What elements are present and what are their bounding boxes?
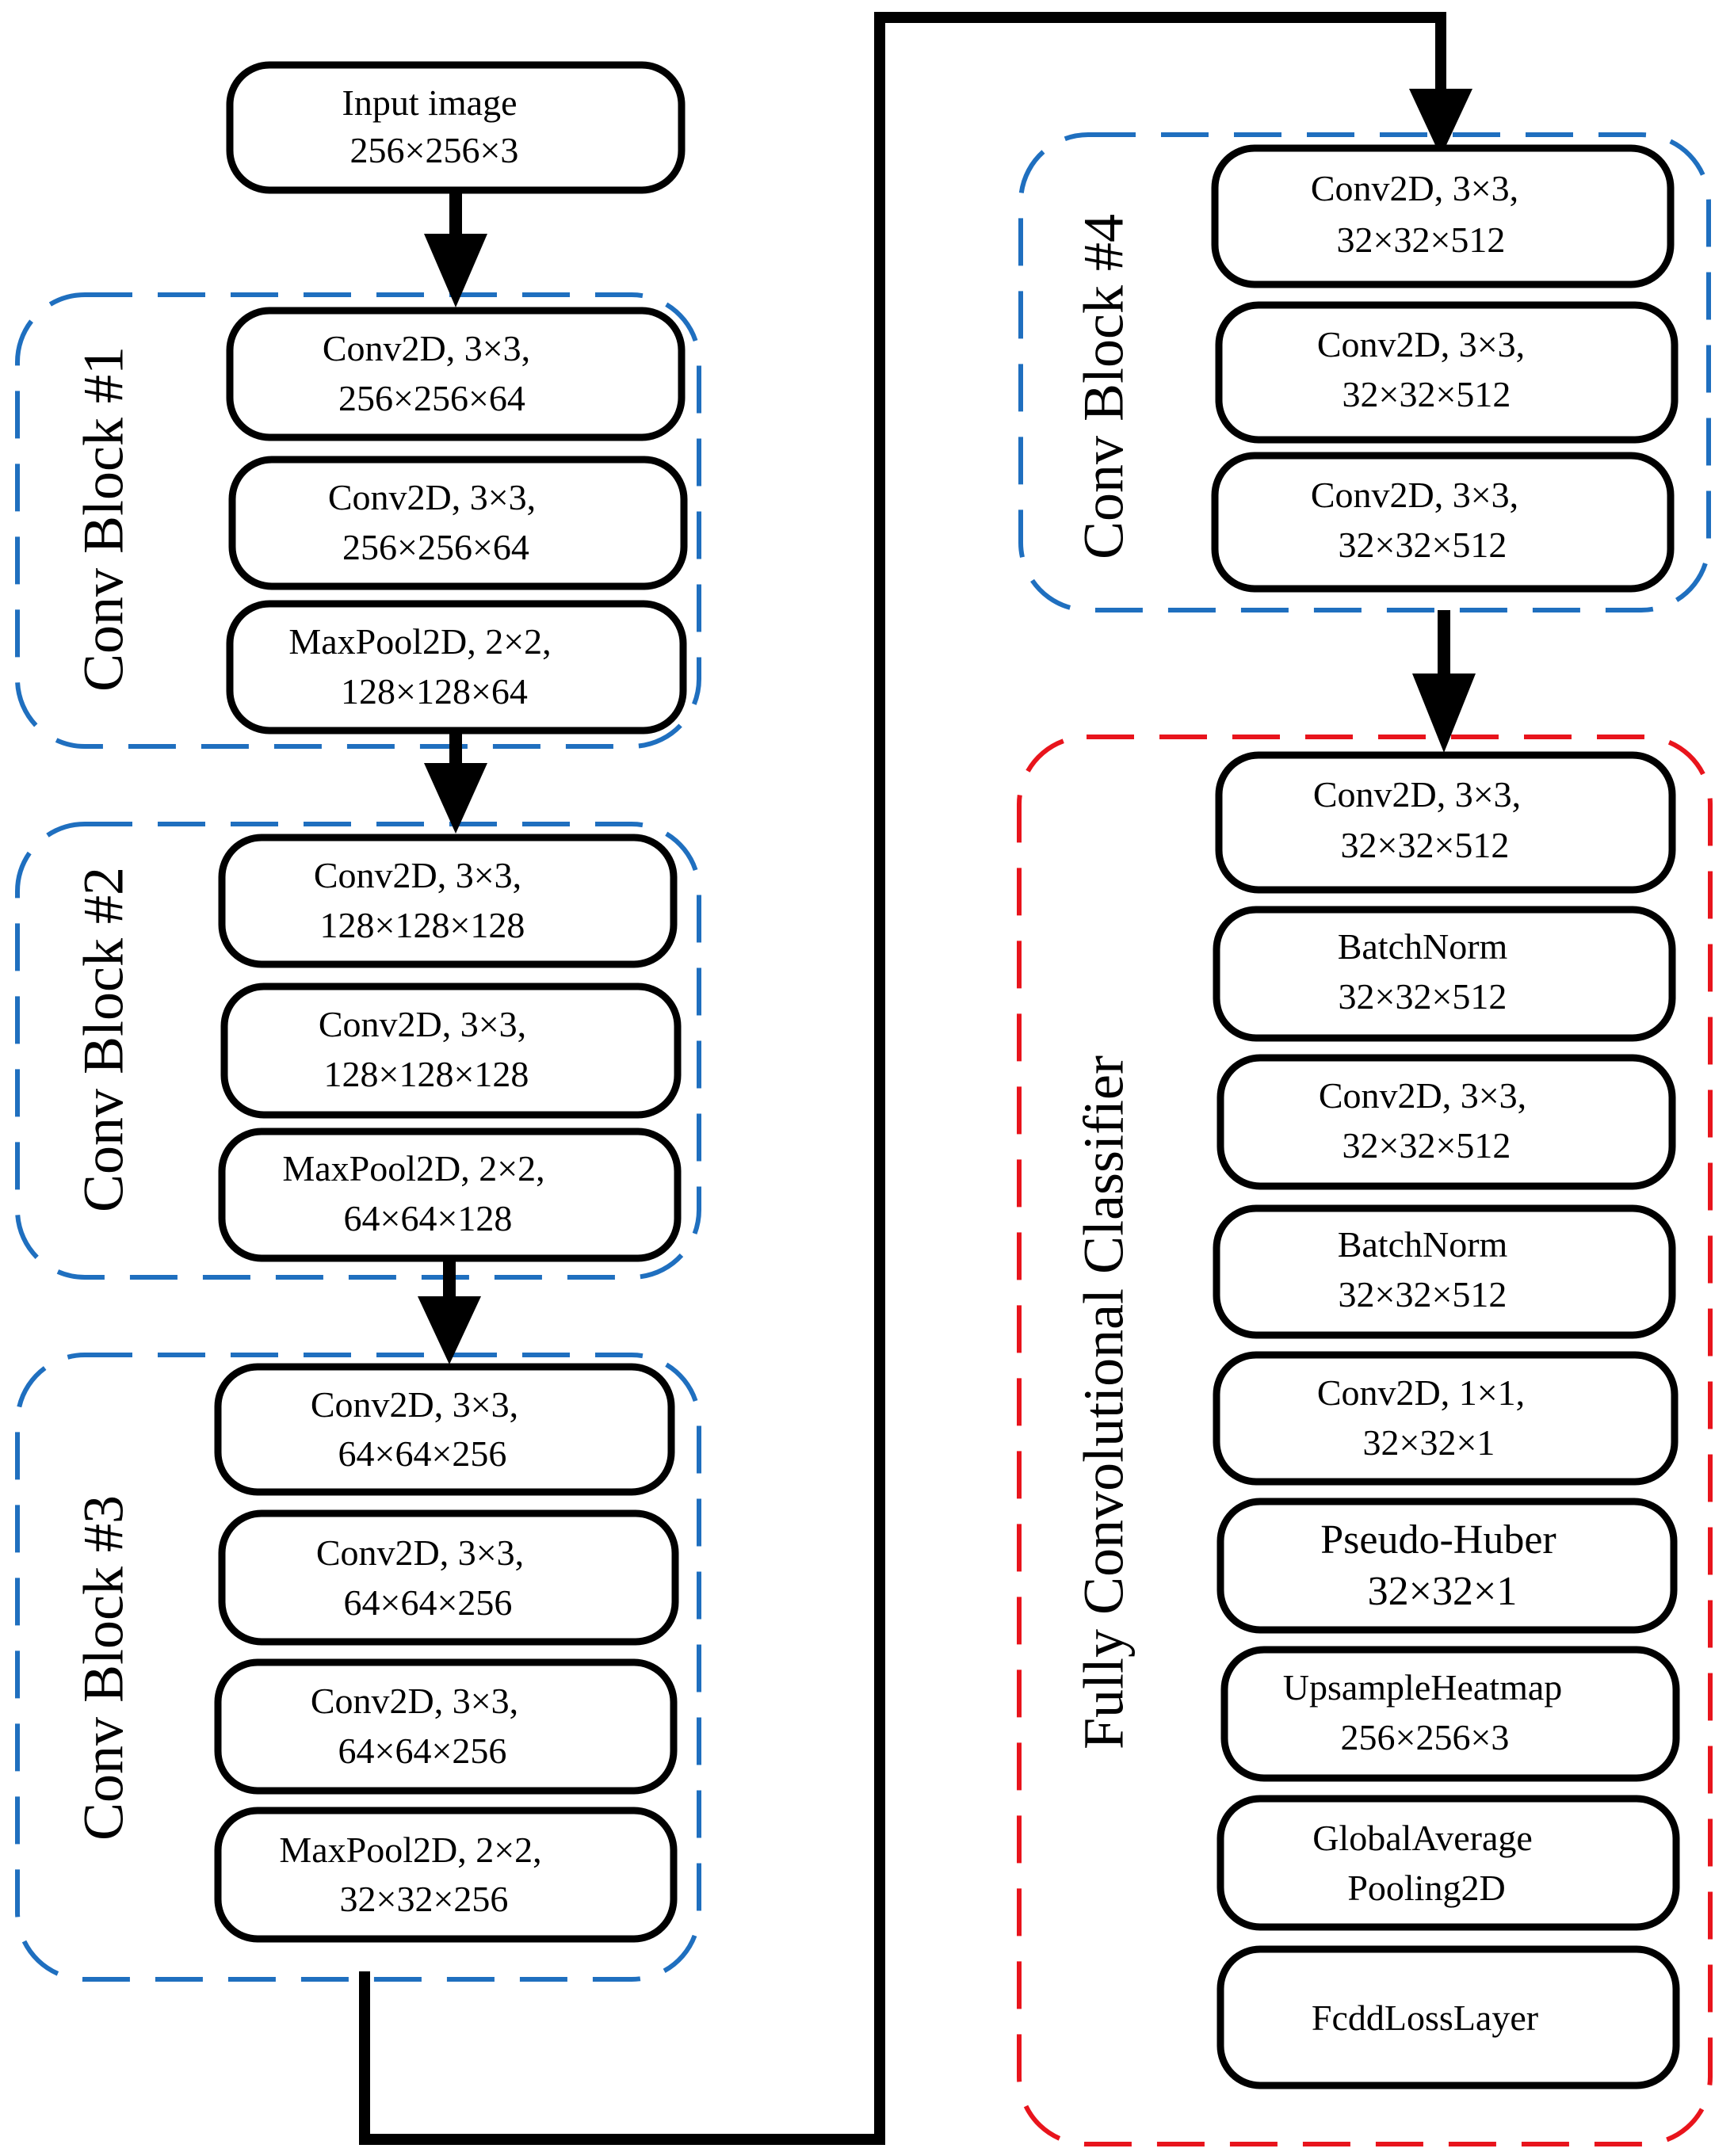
layer-line2: 32×32×512 — [1341, 825, 1510, 865]
block1-layer-node: Conv2D, 3×3, 256×256×64 — [226, 307, 686, 441]
layer-line1: Conv2D, 1×1, — [1317, 1372, 1525, 1413]
layer-line1: Conv2D, 3×3, — [1317, 324, 1525, 364]
conv-block-3-border — [15, 1353, 701, 1982]
layer-line1: MaxPool2D, 2×2, — [288, 621, 551, 662]
block1-layer-node: MaxPool2D, 2×2, 128×128×64 — [226, 600, 687, 735]
layer-line2: 32×32×512 — [1343, 1125, 1511, 1166]
layer-line2: 64×64×256 — [344, 1582, 513, 1623]
block1-layer-node: Conv2D, 3×3, 256×256×64 — [228, 456, 688, 590]
layer-line1: Conv2D, 3×3, — [314, 855, 521, 895]
connector-block3-to-block4 — [359, 12, 1446, 2145]
input-line2: 256×256×3 — [350, 130, 519, 170]
layer-line2: 32×32×256 — [340, 1879, 509, 1919]
conv-block-1-border — [15, 292, 701, 749]
block4-layer-node: Conv2D, 3×3, 32×32×512 — [1211, 144, 1675, 288]
block3-layer-node: Conv2D, 3×3, 64×64×256 — [214, 1658, 678, 1795]
layer-line1: Conv2D, 3×3, — [319, 1004, 526, 1044]
input-line1: Input image — [342, 82, 518, 123]
layer-line2: 128×128×64 — [341, 671, 528, 712]
layer-line2: 256×256×64 — [338, 378, 525, 418]
block2-layer-node: MaxPool2D, 2×2, 64×64×128 — [218, 1128, 682, 1262]
layer-line2: 32×32×512 — [1343, 374, 1511, 414]
classifier-layer-node: Conv2D, 3×3, 32×32×512 — [1215, 751, 1676, 894]
block3-layer-node: MaxPool2D, 2×2, 32×32×256 — [214, 1807, 678, 1943]
layer-line1: Conv2D, 3×3, — [328, 477, 536, 517]
layer-line1: FcddLossLayer — [1312, 1998, 1538, 2038]
classifier-layer-node: BatchNorm 32×32×512 — [1213, 906, 1676, 1042]
arrow-block3-to-block4-head — [1409, 89, 1472, 157]
block4-layer-node: Conv2D, 3×3, 32×32×512 — [1215, 301, 1679, 444]
input-image-node: Input image 256×256×3 — [226, 61, 686, 194]
layer-line1: Conv2D, 3×3, — [323, 328, 530, 368]
layer-line1: Conv2D, 3×3, — [311, 1384, 518, 1425]
block3-layer-node: Conv2D, 3×3, 64×64×256 — [214, 1363, 675, 1496]
layer-line1: MaxPool2D, 2×2, — [282, 1148, 544, 1189]
conv-block-4-border — [1018, 132, 1711, 612]
layer-line1: Conv2D, 3×3, — [1319, 1075, 1526, 1116]
layer-line1: MaxPool2D, 2×2, — [279, 1830, 541, 1870]
layer-line1: GlobalAverage — [1312, 1818, 1533, 1858]
layer-line2: 128×128×128 — [320, 905, 525, 945]
layer-line2: 32×32×1 — [1368, 1569, 1518, 1614]
classifier-layer-node: BatchNorm 32×32×512 — [1213, 1204, 1676, 1339]
layer-line2: 64×64×256 — [338, 1731, 507, 1771]
arrow-block4-to-classifier-head — [1412, 674, 1476, 753]
block4-layer-node: Conv2D, 3×3, 32×32×512 — [1211, 452, 1675, 593]
classifier-layer-node: GlobalAverage Pooling2D — [1216, 1795, 1680, 1931]
layer-line2: 32×32×1 — [1363, 1422, 1495, 1463]
arrow-input-to-block1-head — [424, 234, 487, 307]
classifier-title: Fully Convolutional Classifier — [1072, 1055, 1136, 1750]
layer-line1: Conv2D, 3×3, — [1311, 168, 1518, 208]
layer-line1: Conv2D, 3×3, — [316, 1532, 524, 1573]
conv-block-1-title: Conv Block #1 — [72, 346, 136, 692]
layer-line1: Conv2D, 3×3, — [1313, 774, 1521, 815]
layer-line2: 32×32×512 — [1339, 1274, 1507, 1315]
layer-line2: 64×64×256 — [338, 1433, 507, 1474]
arrow-block2-to-block3-head — [418, 1296, 481, 1364]
layer-line1: Conv2D, 3×3, — [311, 1681, 518, 1721]
conv-block-2-title: Conv Block #2 — [72, 867, 136, 1212]
layer-line2: 32×32×512 — [1337, 219, 1506, 260]
classifier-layer-node: Pseudo-Huber 32×32×1 — [1216, 1498, 1678, 1634]
arrow-block1-to-block2-head — [424, 763, 487, 834]
layer-line1: BatchNorm — [1338, 1224, 1508, 1265]
layer-line1: Pseudo-Huber — [1320, 1517, 1556, 1563]
layer-line2: 32×32×512 — [1339, 525, 1507, 565]
layer-line1: BatchNorm — [1338, 926, 1508, 967]
block2-layer-node: Conv2D, 3×3, 128×128×128 — [218, 834, 678, 968]
block2-layer-node: Conv2D, 3×3, 128×128×128 — [220, 983, 682, 1119]
conv-block-3-title: Conv Block #3 — [72, 1495, 136, 1841]
layer-line2: 128×128×128 — [324, 1054, 529, 1094]
classifier-layer-node: FcddLossLayer — [1216, 1945, 1680, 2089]
layer-line2: 256×256×3 — [1341, 1717, 1510, 1757]
conv-block-2-border — [15, 822, 701, 1280]
block3-layer-node: Conv2D, 3×3, 64×64×256 — [218, 1509, 679, 1646]
layer-line1: UpsampleHeatmap — [1283, 1667, 1563, 1708]
layer-line2: 64×64×128 — [344, 1198, 513, 1238]
classifier-layer-node: Conv2D, 1×1, 32×32×1 — [1213, 1351, 1679, 1486]
classifier-layer-node: Conv2D, 3×3, 32×32×512 — [1216, 1054, 1676, 1190]
layer-line2: Pooling2D — [1347, 1868, 1505, 1908]
layer-line1: Conv2D, 3×3, — [1311, 475, 1518, 515]
layer-line2: 32×32×512 — [1339, 976, 1507, 1017]
conv-block-4-title: Conv Block #4 — [1072, 214, 1136, 559]
layer-line2: 256×256×64 — [342, 527, 529, 567]
classifier-layer-node: UpsampleHeatmap 256×256×3 — [1220, 1646, 1680, 1782]
